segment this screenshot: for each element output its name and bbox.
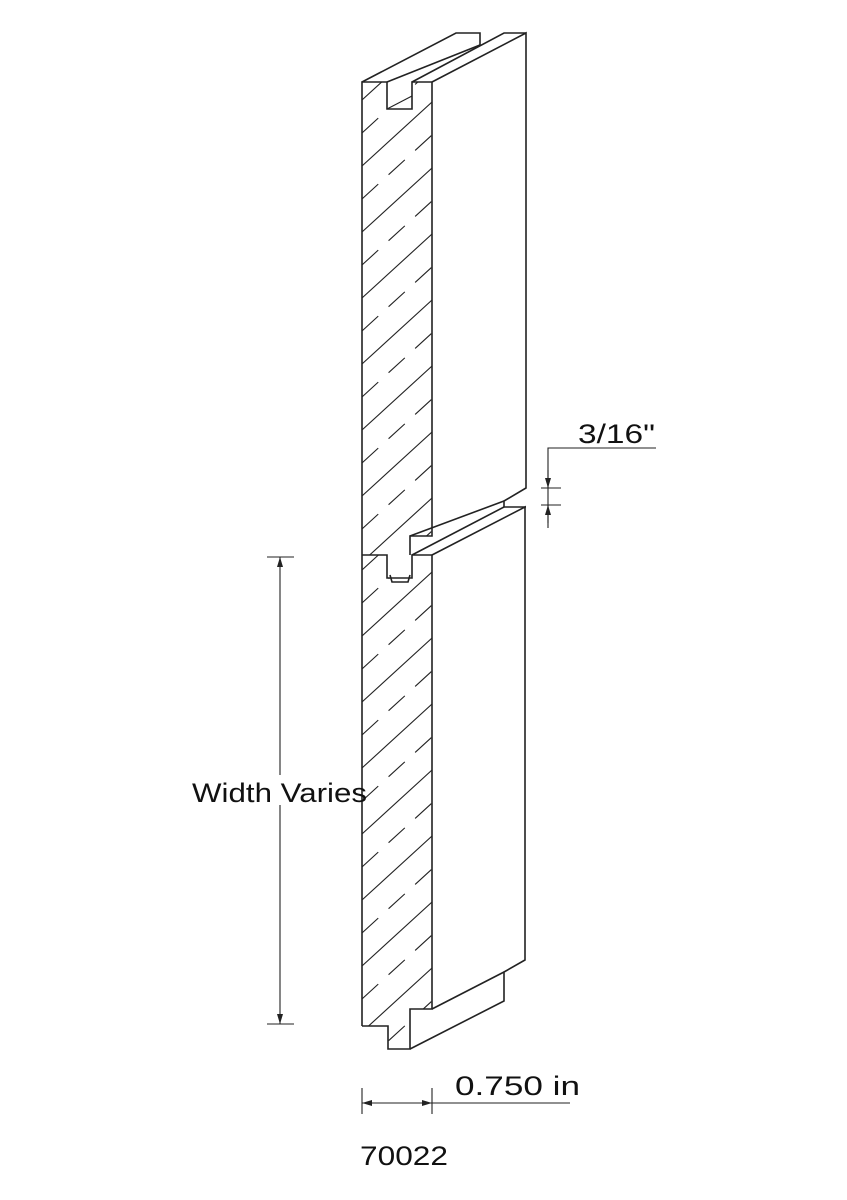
upper-board: [361, 31, 527, 1026]
hatch-line: [362, 464, 432, 530]
section-hatching-lower: [362, 555, 432, 1049]
hatch-line: [362, 802, 432, 868]
hatch-line: [362, 497, 432, 555]
hatch-line: [362, 233, 432, 299]
hatch-line: [362, 604, 432, 670]
hatch-line: [362, 934, 432, 1000]
hatch-line: [362, 398, 432, 464]
hatch-line: [362, 530, 432, 555]
hatch-line: [362, 1000, 432, 1049]
hatch-line: [362, 555, 432, 604]
width-dimension-label: Width Varies: [192, 778, 367, 808]
hatch-line: [362, 101, 432, 167]
lower-board: [362, 505, 526, 1050]
gap-dimension: 3/16": [541, 419, 656, 528]
hatch-line: [362, 365, 432, 431]
hatch-line: [362, 703, 432, 769]
hatch-line: [362, 769, 432, 835]
hatch-line: [362, 167, 432, 233]
hatch-line: [362, 736, 432, 802]
thickness-dimension: 0.750 in: [361, 1071, 580, 1114]
part-number: 70022: [360, 1141, 448, 1171]
hatch-line: [362, 670, 432, 736]
hatch-line: [362, 200, 432, 266]
hatch-line: [362, 901, 432, 967]
hatch-line: [362, 299, 432, 365]
hatch-line: [362, 637, 432, 703]
hatch-line: [362, 431, 432, 497]
hatch-line: [362, 332, 432, 398]
hatch-line: [362, 134, 432, 200]
width-dimension: Width Varies: [192, 556, 367, 1025]
hatch-line: [362, 868, 432, 934]
hatch-line: [362, 555, 432, 571]
hatch-line: [362, 835, 432, 901]
gap-dimension-label: 3/16": [578, 419, 655, 449]
hatch-line: [362, 571, 432, 637]
section-hatching-upper: [362, 82, 432, 555]
hatch-line: [362, 266, 432, 332]
hatch-line: [362, 967, 432, 1033]
thickness-dimension-label: 0.750 in: [455, 1071, 580, 1101]
hatch-line: [362, 82, 432, 101]
